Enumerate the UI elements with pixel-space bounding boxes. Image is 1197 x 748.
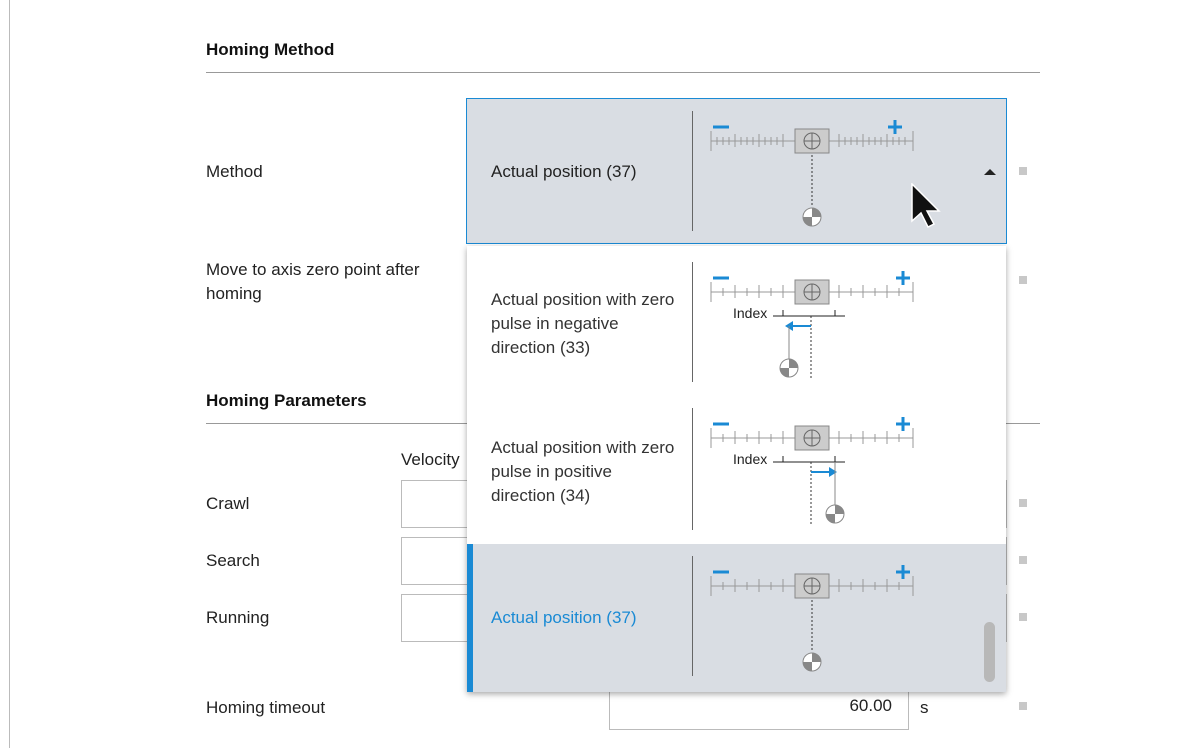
homing-timeout-unit: s [920, 698, 929, 717]
selected-indicator-bar [467, 544, 473, 692]
page-left-border [9, 0, 10, 748]
crawl-label: Crawl [206, 494, 250, 513]
combobox-separator [692, 111, 693, 231]
homing-timeout-status-indicator [1019, 702, 1027, 710]
axis-scale-diagram-icon: Index [710, 417, 914, 524]
option-separator [692, 262, 693, 382]
method-dropdown-list[interactable]: Actual position with zero pulse in negat… [467, 246, 1006, 692]
mouse-pointer-icon [911, 183, 941, 229]
running-status-indicator [1019, 613, 1027, 621]
option-separator [692, 556, 693, 676]
move-zero-label-line2: homing [206, 284, 262, 303]
method-label: Method [206, 162, 263, 181]
index-label: Index [733, 305, 767, 321]
homing-method-title: Homing Method [206, 40, 335, 59]
option-separator [692, 408, 693, 530]
axis-scale-diagram-icon: Index [710, 271, 914, 378]
dropdown-option-34[interactable]: Actual position with zero pulse in posit… [467, 394, 1006, 544]
crawl-status-indicator [1019, 499, 1027, 507]
index-label: Index [733, 451, 767, 467]
move-zero-label: Move to axis zero point after homing [206, 258, 420, 306]
move-zero-status-indicator [1019, 276, 1027, 284]
move-zero-label-line1: Move to axis zero point after [206, 260, 420, 279]
caret-up-icon[interactable] [983, 167, 997, 177]
option-34-line3: direction (34) [491, 486, 591, 505]
running-label: Running [206, 608, 270, 627]
option-37-label: Actual position (37) [491, 608, 637, 627]
axis-scale-diagram-icon [710, 120, 914, 227]
axis-scale-diagram-icon [710, 565, 914, 672]
option-34-line1: Actual position with zero [491, 438, 675, 457]
homing-parameters-title: Homing Parameters [206, 391, 367, 410]
dropdown-scrollbar-thumb[interactable] [984, 622, 995, 682]
method-combobox-value: Actual position (37) [491, 162, 637, 181]
option-34-line2: pulse in positive [491, 462, 612, 481]
method-status-indicator [1019, 167, 1027, 175]
search-label: Search [206, 551, 260, 570]
running-velocity-input[interactable] [401, 594, 471, 642]
homing-method-divider [206, 72, 1040, 73]
search-velocity-input[interactable] [401, 537, 471, 585]
homing-timeout-label: Homing timeout [206, 698, 326, 717]
method-combobox[interactable]: Actual position (37) [466, 98, 1007, 244]
option-33-line3: direction (33) [491, 338, 591, 357]
dropdown-option-33[interactable]: Actual position with zero pulse in negat… [467, 246, 1006, 394]
option-33-line2: pulse in negative [491, 314, 619, 333]
dropdown-option-37[interactable]: Actual position (37) [467, 544, 1006, 692]
velocity-header: Velocity [401, 450, 460, 469]
search-status-indicator [1019, 556, 1027, 564]
option-33-line1: Actual position with zero [491, 290, 675, 309]
crawl-velocity-input[interactable] [401, 480, 471, 528]
